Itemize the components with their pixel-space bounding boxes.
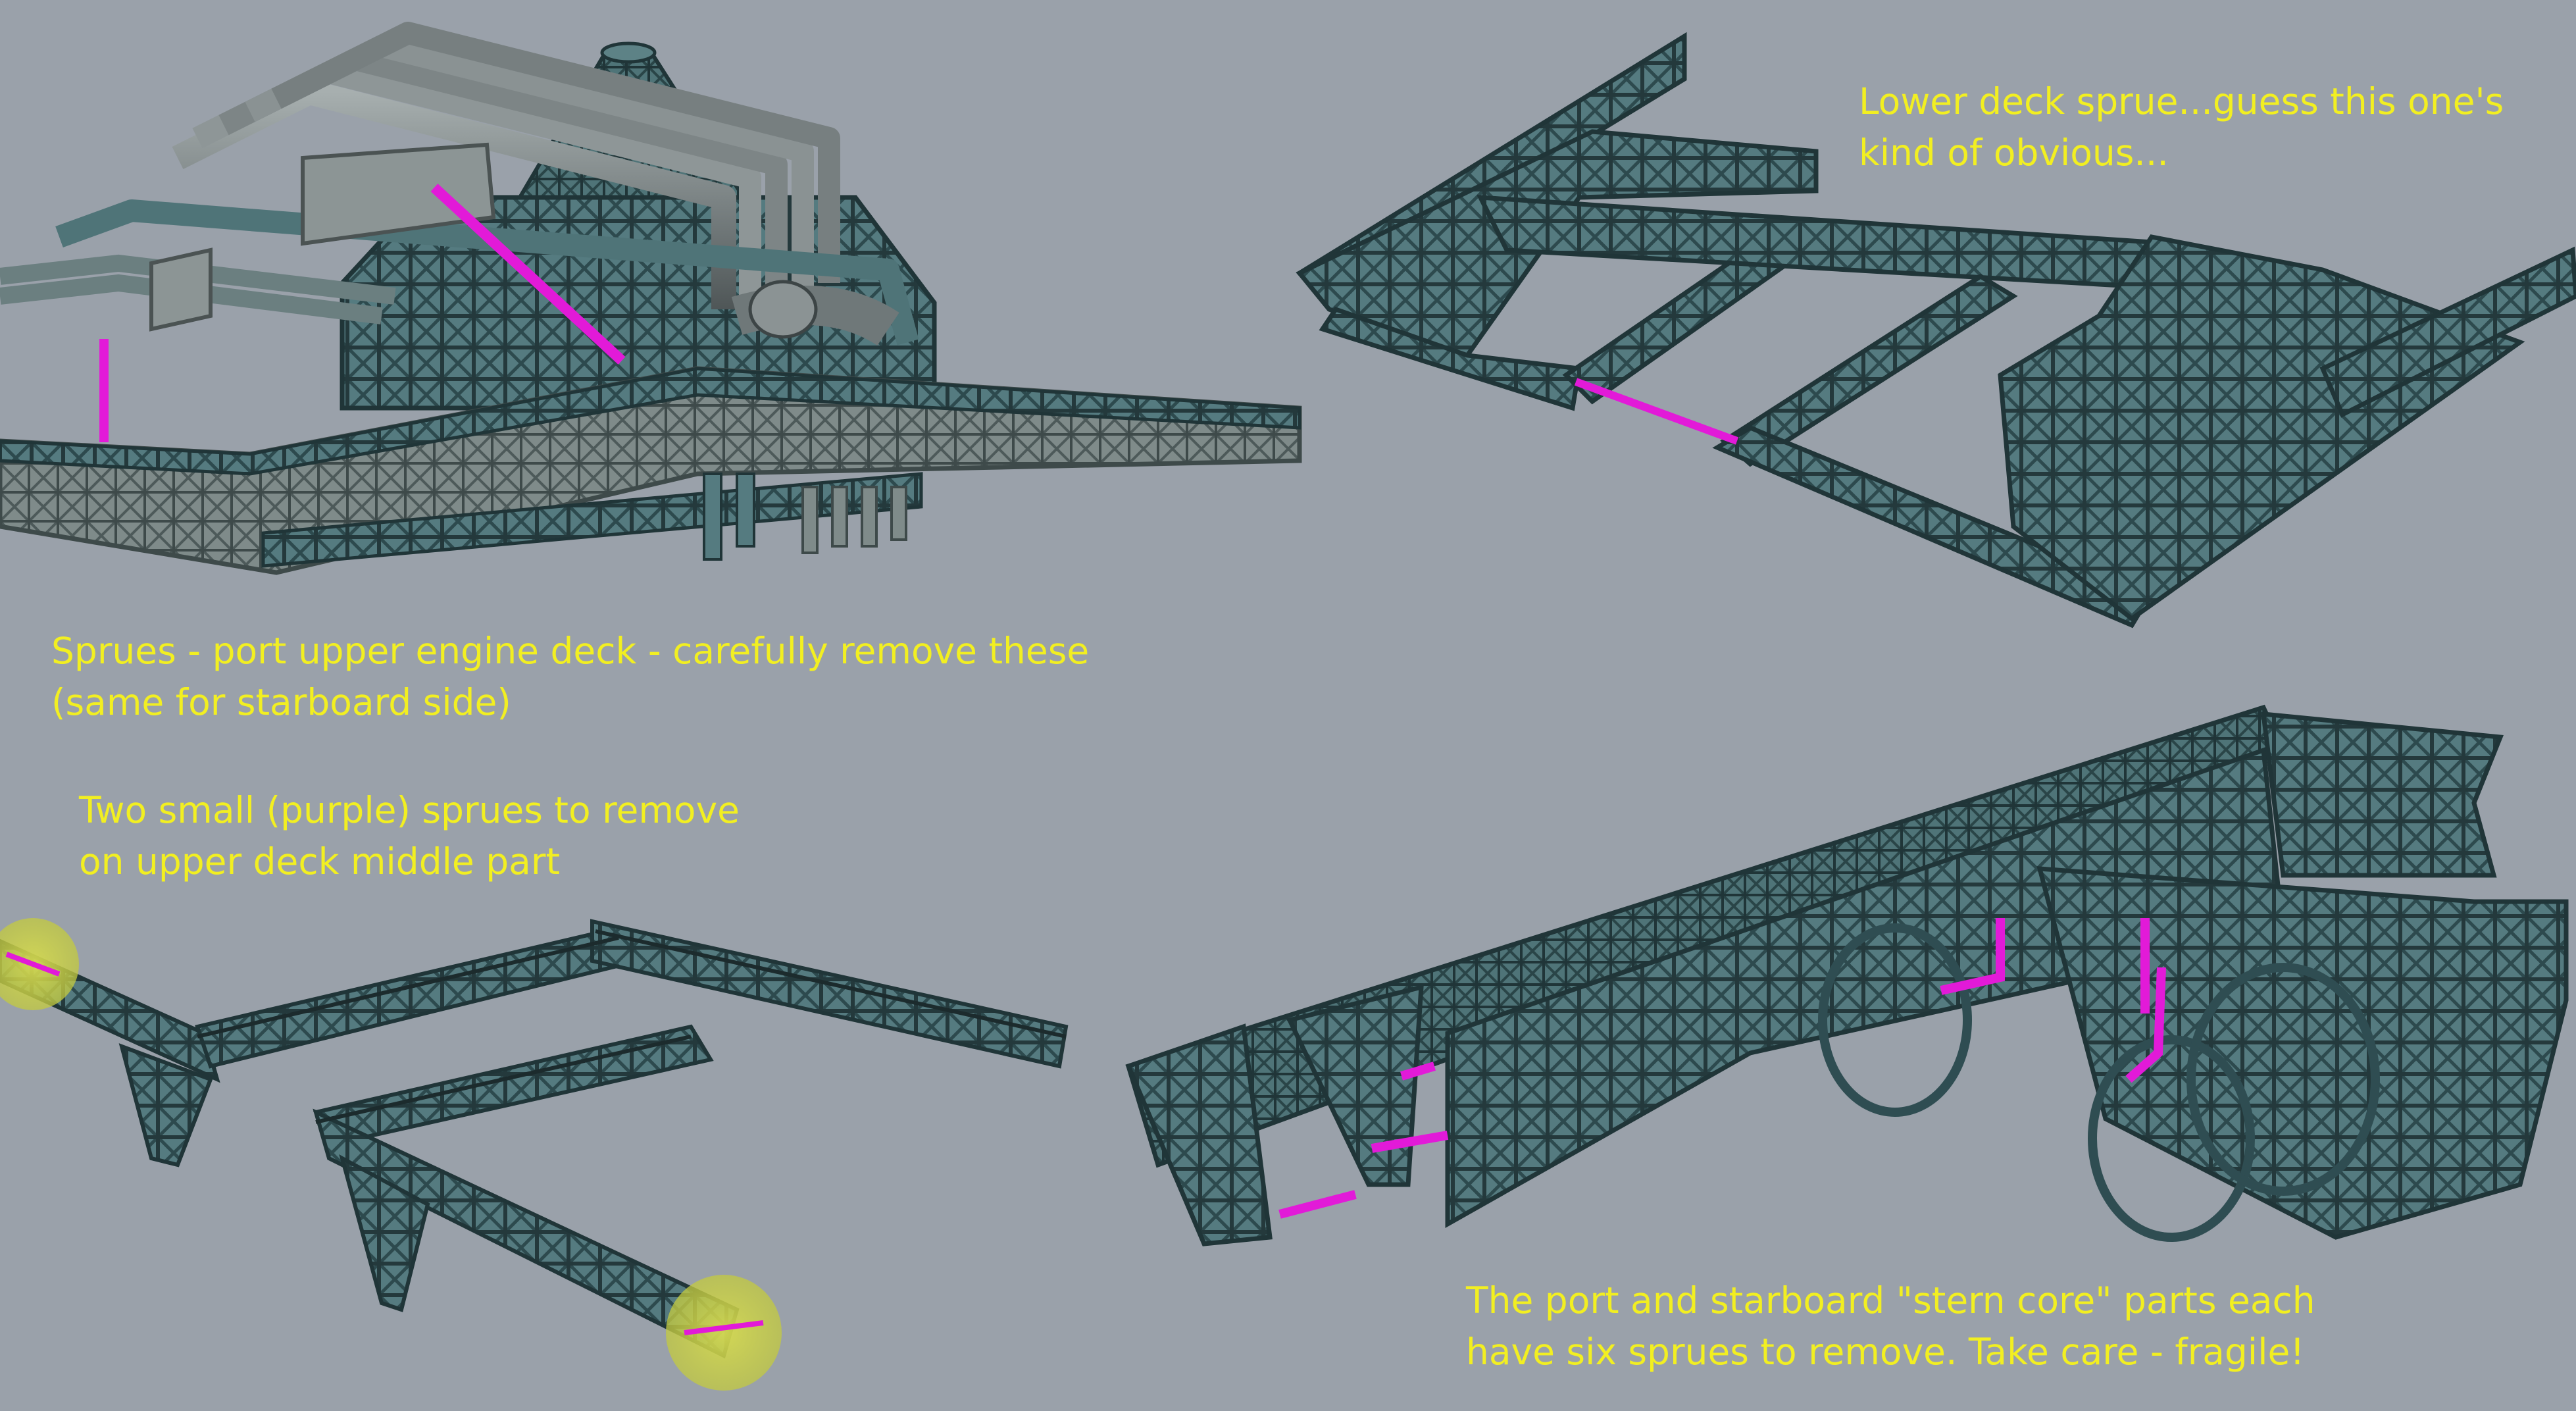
caption-line: kind of obvious... <box>1859 132 2169 174</box>
caption-lower-deck: Lower deck sprue...guess this one's kind… <box>1859 76 2504 178</box>
sprue <box>684 1320 764 1335</box>
caption-stern-core: The port and starboard "stern core" part… <box>1466 1275 2315 1377</box>
caption-line: (same for starboard side) <box>51 681 511 723</box>
lower-deck-render <box>1296 32 2576 629</box>
upper-engine-deck-render <box>0 22 1302 575</box>
sprue <box>1278 1190 1357 1219</box>
caption-line: Lower deck sprue...guess this one's <box>1859 80 2504 122</box>
exhaust-pipes <box>0 22 919 346</box>
sprue <box>430 184 626 365</box>
sprue <box>1574 378 1739 445</box>
sprue <box>5 952 61 977</box>
stern-core-render <box>1125 704 2569 1246</box>
upper-deck-middle-render <box>0 918 1069 1391</box>
sprue <box>1371 1131 1449 1153</box>
caption-line: on upper deck middle part <box>79 840 561 883</box>
caption-line: The port and starboard "stern core" part… <box>1466 1279 2315 1321</box>
engine-deck-slab <box>0 366 1302 575</box>
sprue <box>2125 967 2166 1083</box>
caption-upper-deck-middle: Two small (purple) sprues to remove on u… <box>79 784 740 887</box>
sprue <box>1940 918 2005 995</box>
caption-line: Two small (purple) sprues to remove <box>79 789 740 831</box>
sprue <box>1400 1062 1436 1081</box>
caption-line: Sprues - port upper engine deck - carefu… <box>51 630 1090 672</box>
caption-line: have six sprues to remove. Take care - f… <box>1466 1331 2305 1373</box>
caption-upper-engine-deck: Sprues - port upper engine deck - carefu… <box>51 625 1089 728</box>
sprue-highlight <box>666 1275 782 1391</box>
